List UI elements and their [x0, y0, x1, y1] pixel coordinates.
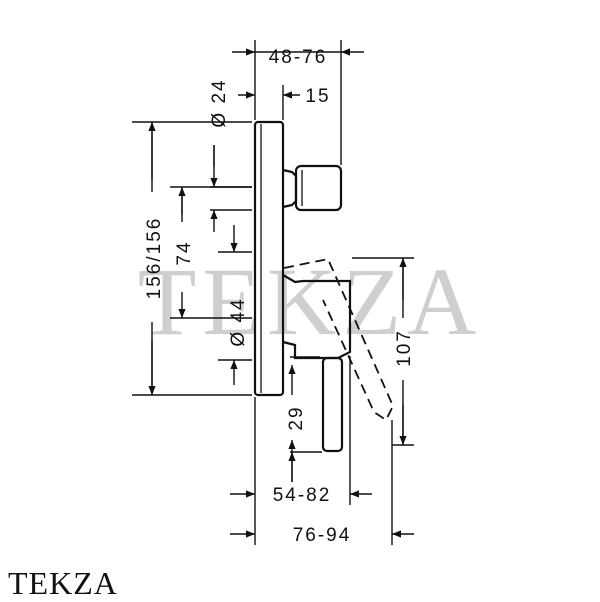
dim-diameter-lower: Ø 44	[228, 297, 249, 346]
dimension-lines	[132, 40, 414, 545]
upper-knob	[282, 168, 298, 209]
dim-bottom-54-82: 54-82	[273, 485, 332, 506]
product-outline	[253, 120, 394, 453]
watermark-text: TEKZA	[138, 248, 483, 355]
lever-alt-position	[283, 257, 394, 422]
dim-total-height: 156/156	[144, 217, 165, 300]
dim-top-width: 48-76	[269, 47, 328, 68]
dim-offset-15: 15	[305, 86, 330, 107]
dim-bottom-76-94: 76-94	[293, 525, 352, 546]
dim-height-107: 107	[394, 329, 415, 367]
wall-plate	[253, 120, 285, 397]
brand-logo: TEKZA	[8, 565, 118, 601]
dim-spacing-74: 74	[174, 240, 195, 265]
mixer-lever	[321, 356, 344, 453]
mixer-handle-body	[282, 274, 352, 360]
dim-diameter-top: Ø 24	[209, 78, 230, 127]
upper-knob-cap	[294, 164, 343, 212]
dim-height-29: 29	[286, 405, 307, 430]
